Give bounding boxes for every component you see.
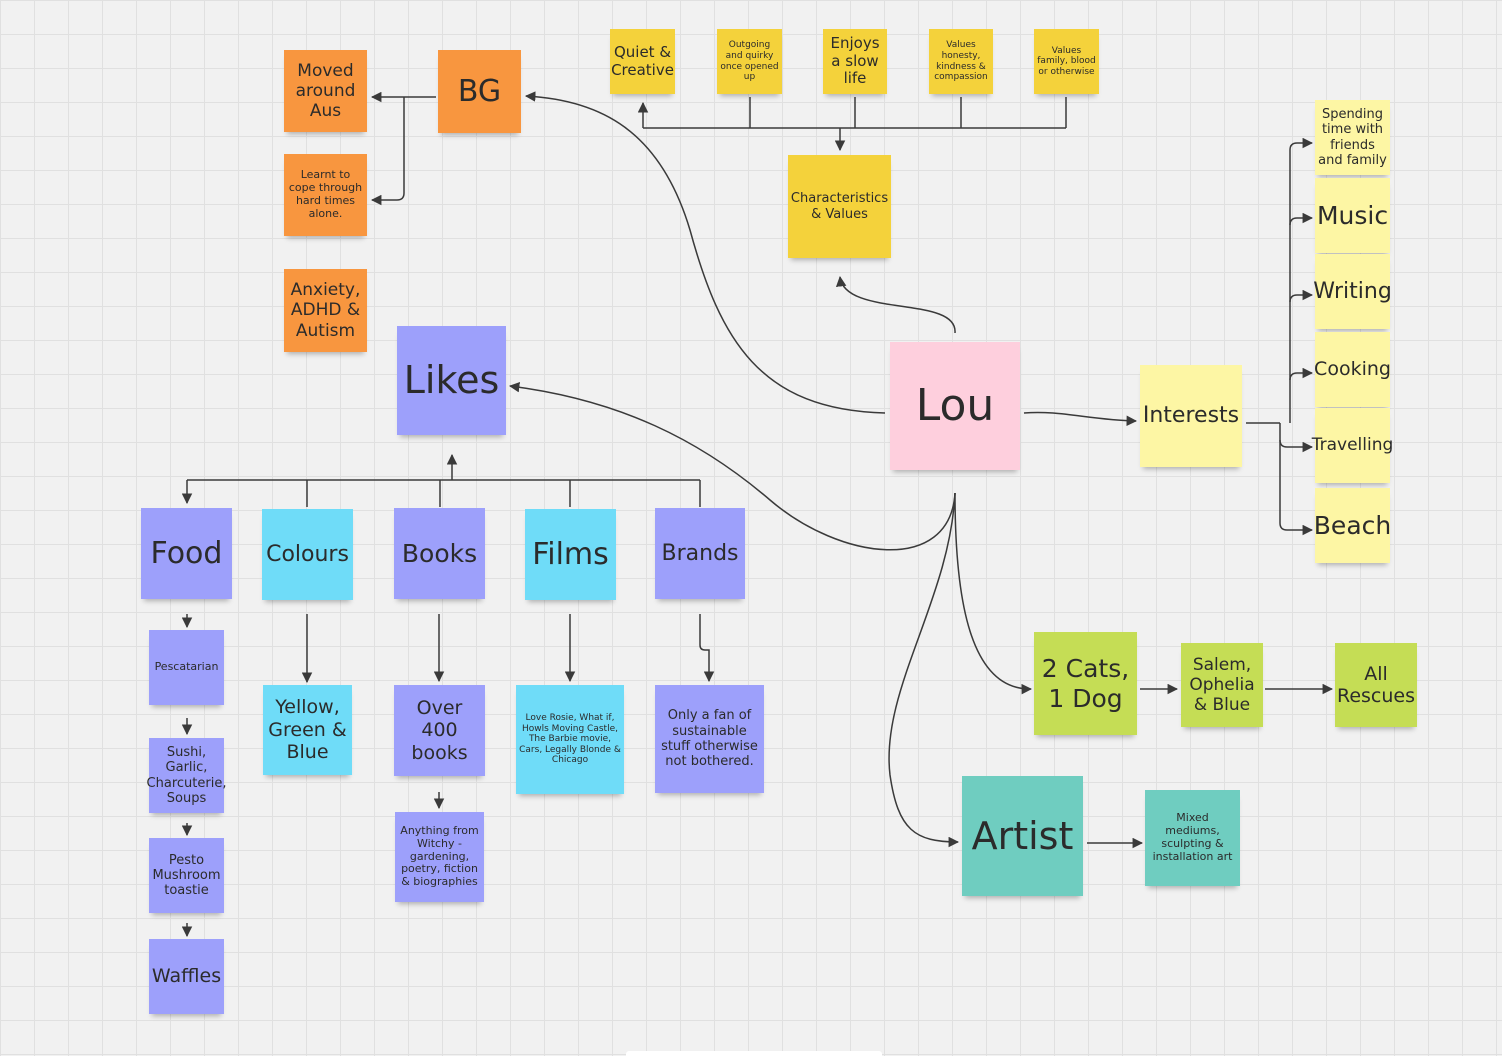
connector-lou-pets (954, 492, 1033, 695)
interest-spending-time[interactable]: Spending time with friends and family (1315, 100, 1390, 175)
artist-detail[interactable]: Mixed mediums, sculpting & installation … (1145, 790, 1240, 886)
interest-travelling[interactable]: Travelling (1312, 408, 1393, 483)
likes-films[interactable]: Films (525, 509, 616, 600)
characteristic-quiet[interactable]: Quiet & Creative (610, 29, 675, 94)
characteristic-outgoing[interactable]: Outgoing and quirky once opened up (717, 29, 782, 94)
interest-music[interactable]: Music (1315, 178, 1390, 253)
artist-node[interactable]: Artist (962, 776, 1083, 896)
characteristic-slow-life[interactable]: Enjoys a slow life (823, 29, 887, 94)
food-sushi[interactable]: Sushi, Garlic, Charcuterie, Soups (147, 738, 226, 813)
brands-detail[interactable]: Only a fan of sustainable stuff otherwis… (655, 685, 764, 793)
likes-colours[interactable]: Colours (262, 509, 353, 600)
food-waffles[interactable]: Waffles (149, 939, 224, 1014)
bg-item-anxiety[interactable]: Anxiety, ADHD & Autism (284, 269, 367, 352)
likes-books[interactable]: Books (394, 508, 485, 599)
films-detail[interactable]: Love Rosie, What if, Howls Moving Castle… (516, 685, 624, 794)
interest-cooking[interactable]: Cooking (1314, 332, 1391, 407)
likes-food[interactable]: Food (141, 508, 232, 599)
interests-node[interactable]: Interests (1140, 365, 1242, 467)
characteristic-family[interactable]: Values family, blood or otherwise (1034, 29, 1099, 94)
characteristic-honesty[interactable]: Values honesty, kindness & compassion (929, 29, 993, 94)
pets-rescues[interactable]: All Rescues (1335, 643, 1417, 727)
food-pescatarian[interactable]: Pescatarian (149, 630, 224, 705)
likes-node[interactable]: Likes (397, 326, 506, 435)
connector-bg-learnt (370, 97, 405, 206)
connector-lou-characteristics (835, 275, 956, 334)
bottom-toolbar-edge[interactable] (626, 1051, 882, 1056)
interest-writing[interactable]: Writing (1313, 254, 1392, 329)
characteristics-node[interactable]: Characteristics & Values (788, 155, 891, 258)
colours-detail[interactable]: Yellow, Green & Blue (263, 685, 352, 775)
pets-node[interactable]: 2 Cats, 1 Dog (1034, 632, 1137, 735)
connector-lou-artist (888, 492, 960, 848)
pets-names[interactable]: Salem, Ophelia & Blue (1181, 643, 1263, 727)
connector-lou-interests (1023, 411, 1138, 427)
bg-node[interactable]: BG (438, 50, 521, 133)
books-detail-2[interactable]: Anything from Witchy - gardening, poetry… (395, 812, 484, 902)
likes-brands[interactable]: Brands (655, 508, 745, 599)
center-node-lou[interactable]: Lou (890, 342, 1020, 470)
bg-item-learnt[interactable]: Learnt to cope through hard times alone. (284, 154, 367, 236)
interest-beach[interactable]: Beach (1314, 488, 1391, 563)
food-pesto[interactable]: Pesto Mushroom toastie (149, 838, 224, 913)
books-detail[interactable]: Over 400 books (394, 685, 485, 776)
bg-item-moved[interactable]: Moved around Aus (284, 50, 367, 132)
